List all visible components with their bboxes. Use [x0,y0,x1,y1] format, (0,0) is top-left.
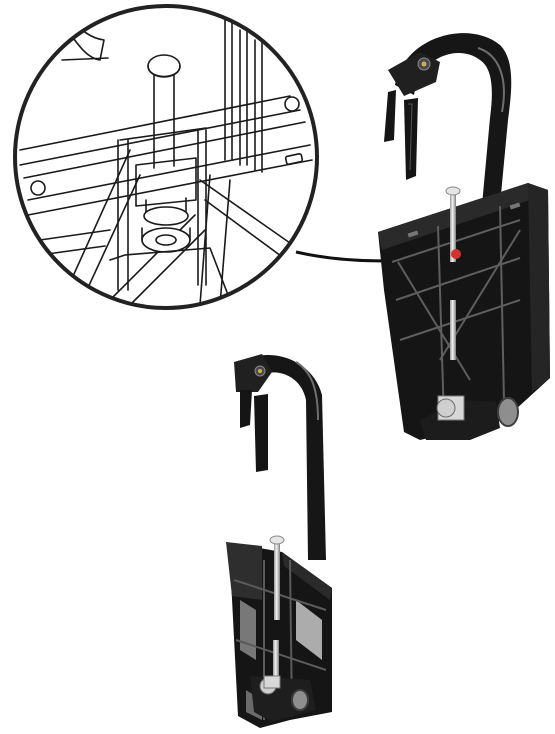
hook-bracket-lower [226,354,332,728]
detail-linework [19,17,313,306]
detail-magnifier [13,4,453,310]
upper-body-plate [378,183,550,440]
hook-arc [395,33,512,206]
detail-ring [13,4,319,310]
hook-bracket-upper [378,33,550,440]
